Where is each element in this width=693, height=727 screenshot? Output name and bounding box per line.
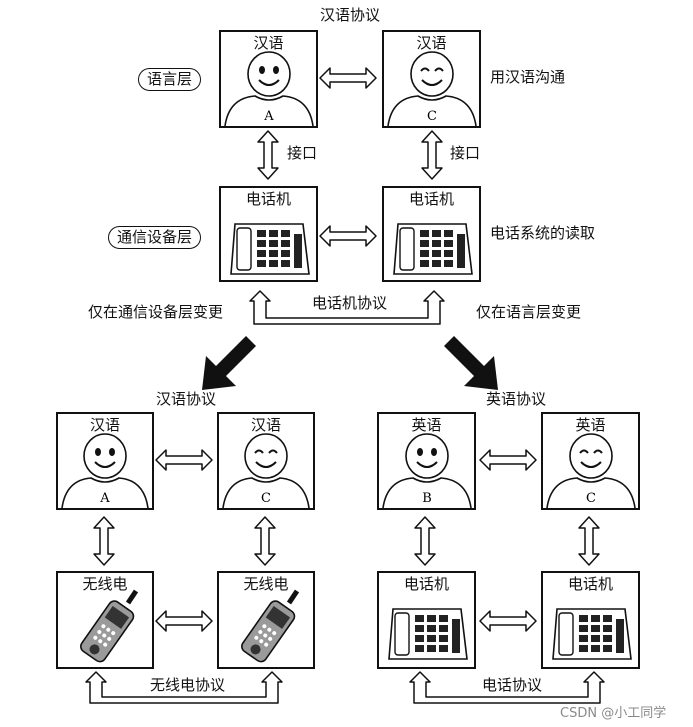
top-right-interface-label: 接口 bbox=[450, 144, 481, 162]
smiling-person-icon: C bbox=[387, 51, 477, 126]
bl-radio-box-left: 无线电 bbox=[56, 571, 154, 669]
bl-radio-right-label: 无线电 bbox=[243, 575, 289, 593]
right-black-arrow-icon bbox=[444, 336, 498, 390]
br-device-link-arrow bbox=[479, 610, 537, 632]
bl-left-interface-arrow bbox=[93, 516, 115, 566]
br-phone-left-label: 电话机 bbox=[403, 575, 449, 593]
br-phone-right-label: 电话机 bbox=[567, 575, 613, 593]
top-phone-protocol-connector bbox=[249, 290, 445, 325]
br-right-interface-arrow bbox=[578, 516, 600, 566]
change-language-layer-note: 仅在语言层变更 bbox=[476, 303, 582, 321]
top-phone-left-label: 电话机 bbox=[245, 190, 291, 208]
top-left-interface-label: 接口 bbox=[287, 144, 318, 162]
bl-radio-left-label: 无线电 bbox=[82, 575, 128, 593]
br-device-protocol-connector bbox=[409, 671, 605, 704]
br-protocol-title: 英语协议 bbox=[486, 390, 547, 408]
bl-protocol-title: 汉语协议 bbox=[156, 390, 217, 408]
top-person-c-language: 汉语 bbox=[416, 34, 447, 52]
top-right-interface-arrow bbox=[421, 130, 443, 180]
br-person-box-b: 英语 B bbox=[377, 412, 476, 510]
bl-person-c-letter: C bbox=[261, 491, 271, 506]
bl-person-a-language: 汉语 bbox=[89, 416, 120, 434]
telephone-icon bbox=[393, 223, 473, 275]
top-phone-box-right: 电话机 bbox=[382, 186, 481, 282]
radio-icon bbox=[241, 589, 300, 663]
br-left-interface-arrow bbox=[414, 516, 436, 566]
left-black-arrow-icon bbox=[202, 336, 256, 390]
bl-lang-protocol-arrow bbox=[155, 449, 213, 471]
bl-person-a-letter: A bbox=[99, 491, 110, 506]
br-person-box-c: 英语 C bbox=[541, 412, 640, 510]
comm-device-layer-label: 通信设备层 bbox=[108, 226, 202, 249]
top-person-c-letter: C bbox=[427, 109, 437, 124]
top-left-interface-arrow bbox=[257, 130, 279, 180]
bl-right-interface-arrow bbox=[254, 516, 276, 566]
bl-person-c-language: 汉语 bbox=[250, 416, 281, 434]
top-lang-protocol-arrow bbox=[319, 67, 377, 89]
telephone-icon bbox=[552, 608, 632, 660]
bl-radio-box-right: 无线电 bbox=[217, 571, 315, 669]
language-layer-label: 语言层 bbox=[138, 68, 202, 91]
br-lang-protocol-arrow bbox=[479, 449, 537, 471]
smiling-person-icon: C bbox=[222, 433, 310, 508]
top-phone-link-arrow bbox=[319, 225, 377, 247]
br-person-b-letter: B bbox=[422, 491, 432, 506]
br-person-c-language: 英语 bbox=[575, 416, 606, 434]
top-person-a-language: 汉语 bbox=[253, 34, 284, 52]
br-phone-box-right: 电话机 bbox=[541, 571, 640, 669]
smiling-person-icon: B bbox=[382, 433, 472, 508]
telephone-icon bbox=[230, 223, 310, 275]
top-protocol-title: 汉语协议 bbox=[320, 6, 381, 24]
smiling-person-icon: A bbox=[224, 51, 314, 126]
smiling-person-icon: C bbox=[546, 433, 636, 508]
top-phone-box-left: 电话机 bbox=[219, 186, 318, 282]
top-person-box-c: 汉语 C bbox=[382, 30, 481, 128]
phone-protocol-label: 电话机协议 bbox=[312, 294, 388, 312]
language-note: 用汉语沟通 bbox=[490, 68, 566, 86]
top-phone-right-label: 电话机 bbox=[408, 190, 454, 208]
bl-device-protocol-connector bbox=[85, 671, 283, 704]
radio-protocol-label: 无线电协议 bbox=[150, 676, 226, 694]
watermark: CSDN @小工同学 bbox=[560, 706, 667, 721]
bl-person-box-c: 汉语 C bbox=[217, 412, 315, 510]
radio-icon bbox=[80, 589, 139, 663]
br-phone-box-left: 电话机 bbox=[377, 571, 476, 669]
phone-protocol-label-bottom: 电话协议 bbox=[482, 676, 543, 694]
bl-person-box-a: 汉语 A bbox=[56, 412, 154, 510]
bl-device-link-arrow bbox=[155, 610, 213, 632]
top-person-box-a: 汉语 A bbox=[219, 30, 318, 128]
br-person-c-letter: C bbox=[586, 491, 596, 506]
phone-system-note: 电话系统的读取 bbox=[490, 224, 596, 242]
smiling-person-icon: A bbox=[61, 433, 149, 508]
br-person-b-language: 英语 bbox=[411, 416, 442, 434]
telephone-icon bbox=[388, 608, 468, 660]
top-person-a-letter: A bbox=[263, 109, 274, 124]
change-comm-layer-note: 仅在通信设备层变更 bbox=[88, 303, 224, 321]
